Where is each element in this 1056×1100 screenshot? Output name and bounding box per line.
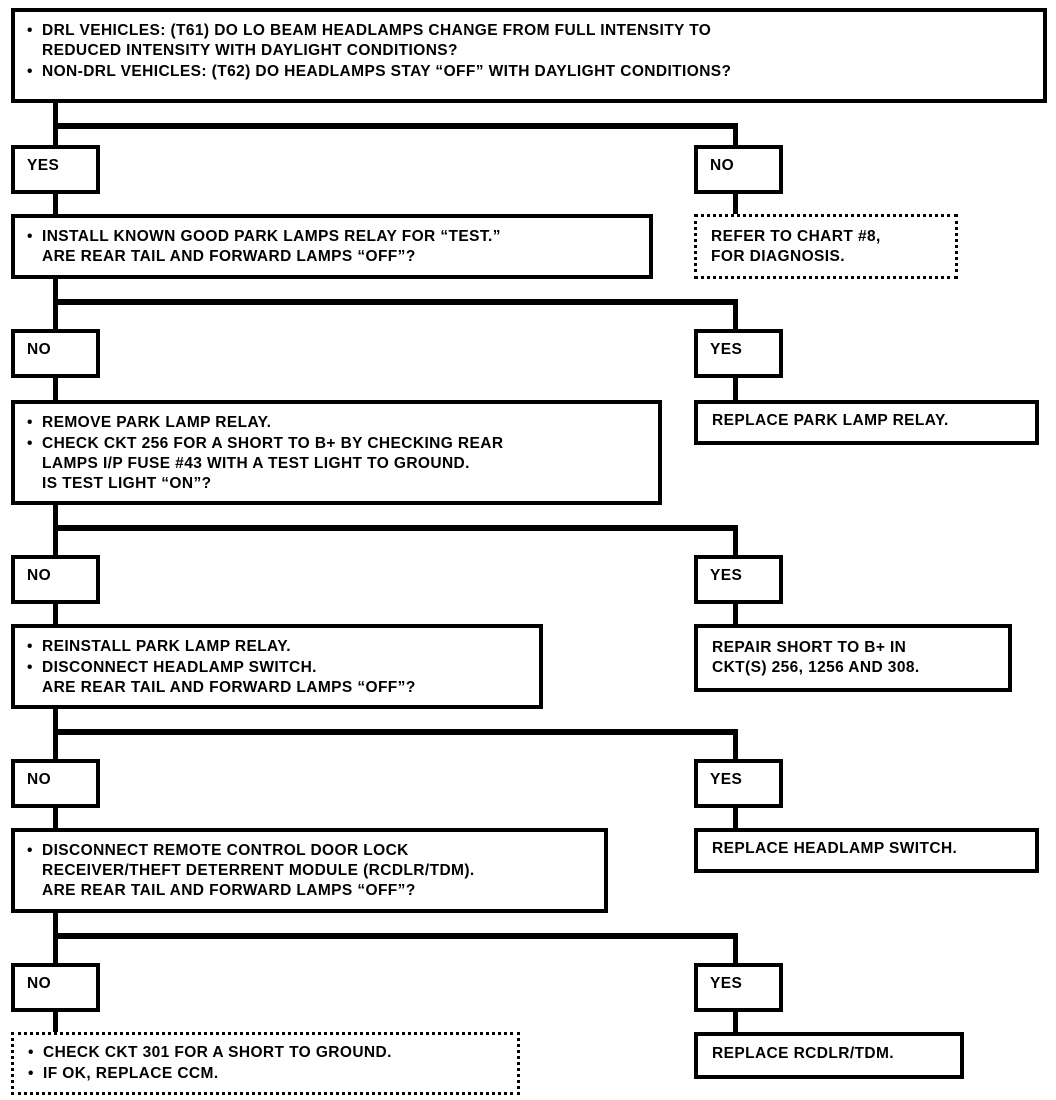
decision-q3-yes: YES bbox=[694, 555, 783, 604]
decision-q5-no: NO bbox=[11, 963, 100, 1012]
decision-q1-yes: YES bbox=[11, 145, 100, 194]
q5-bullet-list: DISCONNECT REMOTE CONTROL DOOR LOCK RECE… bbox=[27, 841, 596, 901]
q1-bullet-2: NON-DRL VEHICLES: (T62) DO HEADLAMPS STA… bbox=[27, 62, 1035, 82]
connector-yes3-down bbox=[733, 604, 738, 624]
connector-q3-split-horizontal bbox=[53, 525, 738, 531]
connector-q1-split-horizontal bbox=[53, 123, 738, 129]
q1-bullet-1: DRL VEHICLES: (T61) DO LO BEAM HEADLAMPS… bbox=[27, 21, 1035, 61]
a5-bullet-2: IF OK, REPLACE CCM. bbox=[28, 1064, 509, 1084]
a4-text: REPLACE HEADLAMP SWITCH. bbox=[712, 840, 958, 857]
node-a5-check-ckt301-box: CHECK CKT 301 FOR A SHORT TO GROUND. IF … bbox=[11, 1032, 520, 1095]
decision-q2-yes: YES bbox=[694, 329, 783, 378]
q4-bullet-1: REINSTALL PARK LAMP RELAY. bbox=[27, 637, 531, 657]
connector-q2-to-no bbox=[53, 299, 58, 329]
connector-q2-split-horizontal bbox=[53, 299, 738, 305]
connector-yes1-down bbox=[53, 194, 58, 214]
decision-q3-yes-label: YES bbox=[710, 567, 743, 584]
connector-no4-down bbox=[53, 808, 58, 828]
q4-bullet-2: DISCONNECT HEADLAMP SWITCH. ARE REAR TAI… bbox=[27, 658, 531, 698]
decision-q5-yes-label: YES bbox=[710, 975, 743, 992]
q1-bullet-list: DRL VEHICLES: (T61) DO LO BEAM HEADLAMPS… bbox=[27, 21, 1035, 83]
connector-q3-to-yes bbox=[733, 525, 738, 555]
a3-text: REPAIR SHORT TO B+ IN CKT(S) 256, 1256 A… bbox=[712, 639, 920, 677]
node-a1-refer-chart-box: REFER TO CHART #8, FOR DIAGNOSIS. bbox=[694, 214, 958, 279]
connector-q1-to-yes bbox=[53, 123, 58, 145]
connector-q4-to-yes bbox=[733, 729, 738, 759]
connector-q1-down bbox=[53, 103, 58, 127]
connector-yes4-down bbox=[733, 808, 738, 828]
connector-q2-down bbox=[53, 279, 58, 305]
decision-q3-no-label: NO bbox=[27, 567, 52, 584]
decision-q5-yes: YES bbox=[694, 963, 783, 1012]
node-a3-repair-short-box: REPAIR SHORT TO B+ IN CKT(S) 256, 1256 A… bbox=[694, 624, 1012, 692]
connector-q2-to-yes bbox=[733, 299, 738, 329]
a5-bullet-list: CHECK CKT 301 FOR A SHORT TO GROUND. IF … bbox=[28, 1043, 509, 1084]
decision-q1-no: NO bbox=[694, 145, 783, 194]
connector-yes5-down bbox=[733, 1012, 738, 1032]
node-q4-question-box: REINSTALL PARK LAMP RELAY. DISCONNECT HE… bbox=[11, 624, 543, 709]
connector-q5-split-horizontal bbox=[53, 933, 738, 939]
node-q1-question-box: DRL VEHICLES: (T61) DO LO BEAM HEADLAMPS… bbox=[11, 8, 1047, 103]
connector-no2-down bbox=[53, 378, 58, 400]
connector-q4-to-no bbox=[53, 729, 58, 759]
connector-q5-to-yes bbox=[733, 933, 738, 963]
connector-q5-down bbox=[53, 913, 58, 939]
connector-q4-down bbox=[53, 709, 58, 735]
a1-text: REFER TO CHART #8, FOR DIAGNOSIS. bbox=[711, 228, 881, 266]
node-q2-question-box: INSTALL KNOWN GOOD PARK LAMPS RELAY FOR … bbox=[11, 214, 653, 279]
node-a2-replace-park-lamp-relay-box: REPLACE PARK LAMP RELAY. bbox=[694, 400, 1039, 445]
node-q3-question-box: REMOVE PARK LAMP RELAY. CHECK CKT 256 FO… bbox=[11, 400, 662, 505]
decision-q4-yes-label: YES bbox=[710, 771, 743, 788]
a2-text: REPLACE PARK LAMP RELAY. bbox=[712, 412, 949, 429]
q4-bullet-list: REINSTALL PARK LAMP RELAY. DISCONNECT HE… bbox=[27, 637, 531, 698]
decision-q1-no-label: NO bbox=[710, 157, 735, 174]
q2-bullet-1: INSTALL KNOWN GOOD PARK LAMPS RELAY FOR … bbox=[27, 227, 641, 267]
q3-bullet-list: REMOVE PARK LAMP RELAY. CHECK CKT 256 FO… bbox=[27, 413, 650, 495]
connector-q1-to-no bbox=[733, 123, 738, 145]
decision-q5-no-label: NO bbox=[27, 975, 52, 992]
decision-q3-no: NO bbox=[11, 555, 100, 604]
node-q5-question-box: DISCONNECT REMOTE CONTROL DOOR LOCK RECE… bbox=[11, 828, 608, 913]
node-a6-replace-rcdlr-tdm-box: REPLACE RCDLR/TDM. bbox=[694, 1032, 964, 1079]
decision-q2-no: NO bbox=[11, 329, 100, 378]
decision-q1-yes-label: YES bbox=[27, 157, 60, 174]
connector-q4-split-horizontal bbox=[53, 729, 738, 735]
decision-q4-no: NO bbox=[11, 759, 100, 808]
connector-q3-to-no bbox=[53, 525, 58, 555]
connector-no3-down bbox=[53, 604, 58, 624]
a5-bullet-1: CHECK CKT 301 FOR A SHORT TO GROUND. bbox=[28, 1043, 509, 1063]
connector-q5-to-no bbox=[53, 933, 58, 963]
connector-no5-down bbox=[53, 1012, 58, 1032]
connector-q3-down bbox=[53, 505, 58, 531]
connector-no1-down bbox=[733, 194, 738, 214]
decision-q4-yes: YES bbox=[694, 759, 783, 808]
q5-bullet-1: DISCONNECT REMOTE CONTROL DOOR LOCK RECE… bbox=[27, 841, 596, 901]
a6-text: REPLACE RCDLR/TDM. bbox=[712, 1045, 894, 1062]
q3-bullet-1: REMOVE PARK LAMP RELAY. bbox=[27, 413, 650, 433]
decision-q2-yes-label: YES bbox=[710, 341, 743, 358]
q3-bullet-2: CHECK CKT 256 FOR A SHORT TO B+ BY CHECK… bbox=[27, 434, 650, 494]
node-a4-replace-headlamp-switch-box: REPLACE HEADLAMP SWITCH. bbox=[694, 828, 1039, 873]
connector-yes2-down bbox=[733, 378, 738, 400]
q2-bullet-list: INSTALL KNOWN GOOD PARK LAMPS RELAY FOR … bbox=[27, 227, 641, 267]
decision-q4-no-label: NO bbox=[27, 771, 52, 788]
decision-q2-no-label: NO bbox=[27, 341, 52, 358]
